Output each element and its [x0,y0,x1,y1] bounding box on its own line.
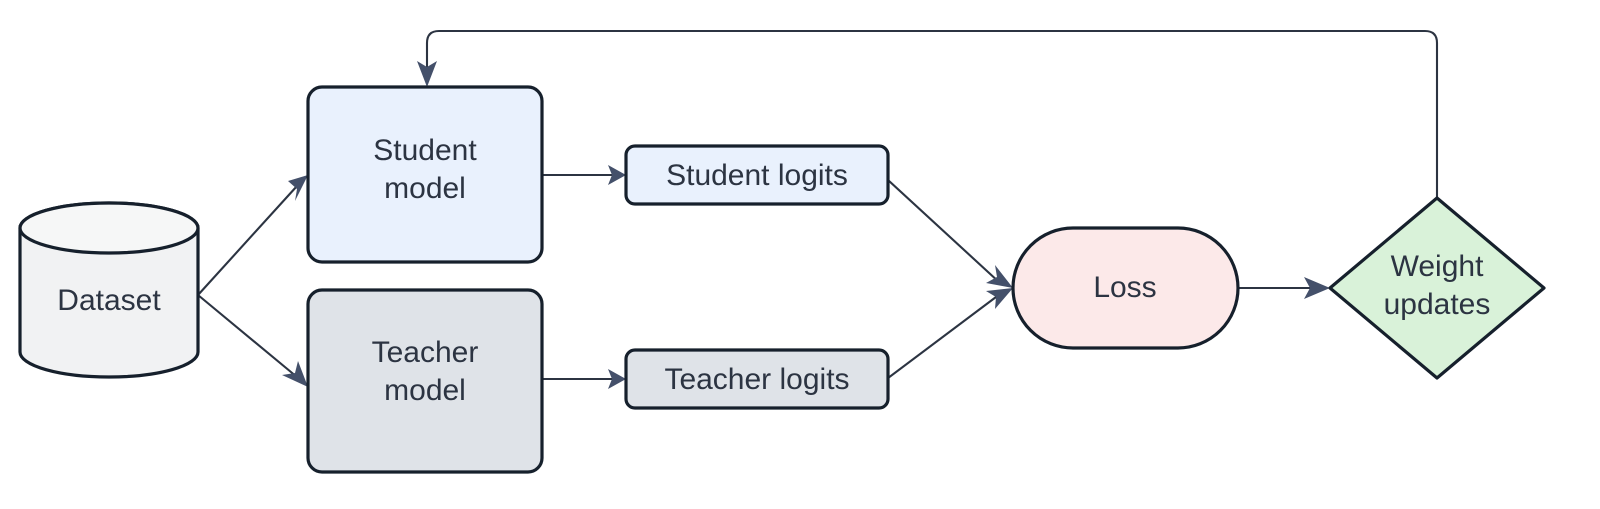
arrowhead-student-loss [986,265,1013,288]
loss-label: Loss [1093,271,1156,304]
teacher-logits-box [624,348,890,410]
edge-path-dataset-teacher [197,294,298,378]
arrowhead-teacher-logits [608,369,626,389]
loss-stadium [1011,226,1240,350]
student-model-label-line1: Student [373,134,477,167]
teacher-model-label-line2: model [384,374,466,407]
edge-loss-to-weight-updates [1238,277,1330,299]
teacher-logits-label: Teacher logits [664,363,849,396]
arrowhead-teacher-loss [986,288,1013,309]
student-logits-box [624,144,890,206]
edge-student-model-to-student-logits [542,165,626,185]
edge-student-logits-to-loss [887,179,1013,288]
arrowhead-dataset-teacher [282,361,308,387]
node-teacher-logits[interactable]: Teacher logits [624,348,890,410]
edge-weight-updates-to-student-model [417,29,1439,198]
node-loss[interactable]: Loss [1011,226,1240,350]
teacher-model-label-line1: Teacher [372,336,479,369]
dataset-label: Dataset [57,284,161,317]
weight-updates-diamond [1328,196,1546,380]
edge-teacher-model-to-teacher-logits [542,369,626,389]
node-weight-updates[interactable]: Weight updates [1328,196,1546,380]
arrowhead-loss-weight [1304,277,1330,299]
student-model-box [306,85,544,264]
edge-path-dataset-student [197,185,298,296]
edge-path-teacher-loss [887,293,1001,379]
weight-updates-label-line2: updates [1384,288,1491,321]
student-logits-label: Student logits [666,159,848,192]
student-model-label-line2: model [384,172,466,205]
node-dataset[interactable]: Dataset [18,201,200,379]
node-teacher-model[interactable]: Teacher model [306,288,544,474]
node-student-logits[interactable]: Student logits [624,144,890,206]
edge-dataset-to-teacher-model [197,294,308,387]
teacher-model-box [306,288,544,474]
dataset-cylinder-top [18,201,200,255]
arrowhead-student-logits [608,165,626,185]
node-student-model[interactable]: Student model [306,85,544,264]
edge-path-student-loss [887,179,1001,284]
arrowhead-feedback-loop [417,61,437,87]
edge-path-feedback-loop [425,29,1439,198]
edge-teacher-logits-to-loss [887,288,1013,379]
edge-dataset-to-student-model [197,175,308,296]
weight-updates-label-line1: Weight [1391,250,1484,283]
arrowhead-dataset-student [288,175,308,201]
